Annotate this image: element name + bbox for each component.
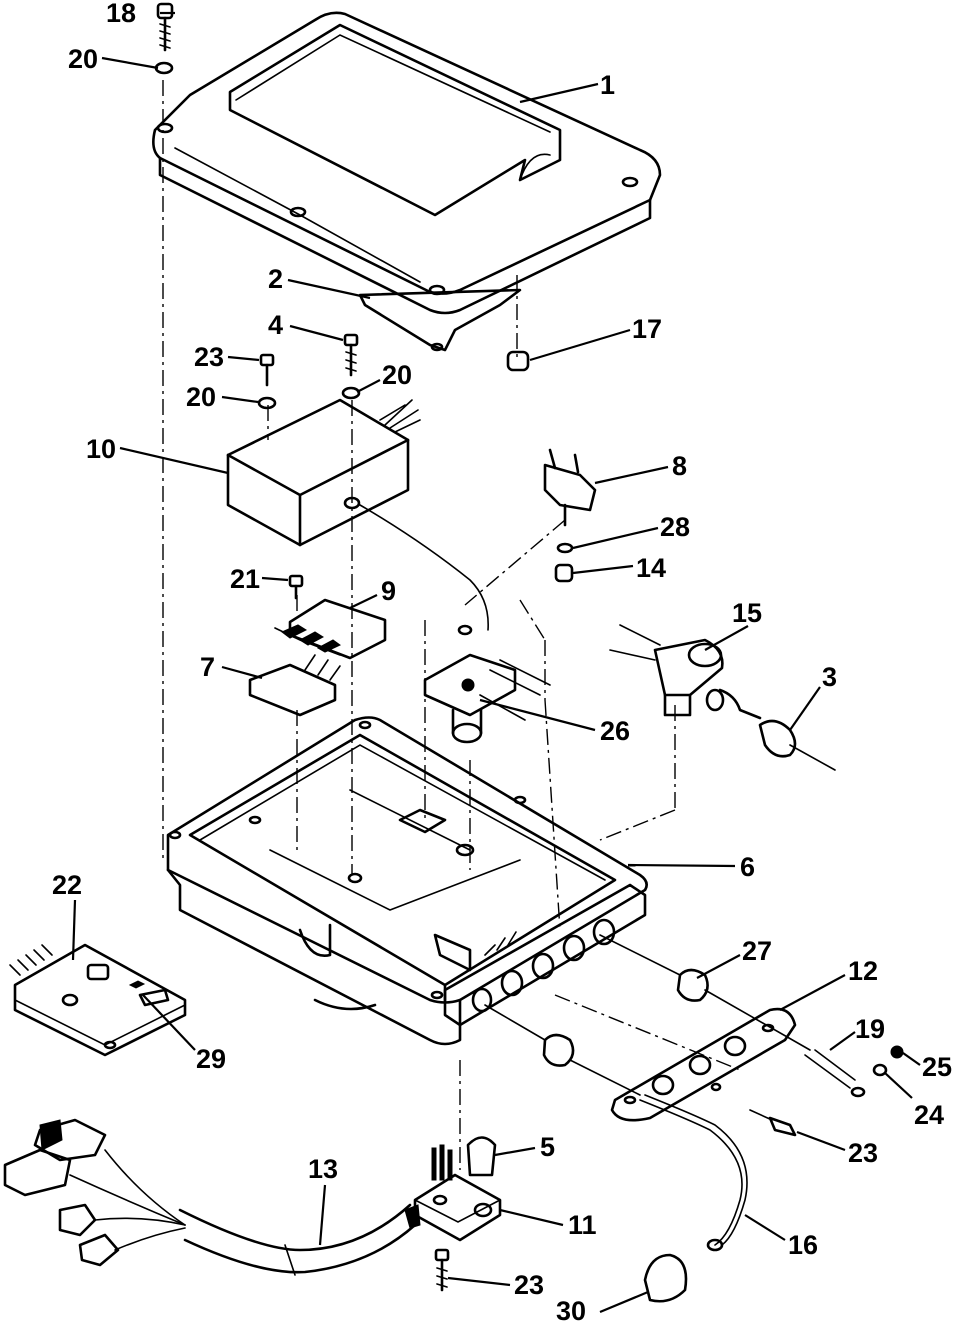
ground-lead <box>804 1045 904 1098</box>
callout-14: 14 <box>636 553 666 583</box>
callout-12: 12 <box>848 956 878 986</box>
callout-9: 9 <box>381 576 396 606</box>
callout-3: 3 <box>822 662 837 692</box>
terminal-block <box>413 1136 502 1292</box>
callout-24: 24 <box>914 1100 944 1130</box>
callout-7: 7 <box>200 652 215 682</box>
relay <box>543 448 597 583</box>
leader-lines <box>71 11 921 1314</box>
top-screw <box>154 2 174 75</box>
switch-assembly <box>423 624 551 744</box>
callout-2: 2 <box>268 264 283 294</box>
callout-23c: 23 <box>514 1270 544 1300</box>
base-housing <box>166 716 648 1046</box>
coil-cable <box>609 624 836 771</box>
callout-20a: 20 <box>68 44 98 74</box>
callout-19: 19 <box>855 1014 885 1044</box>
callout-17: 17 <box>632 314 662 344</box>
callout-8: 8 <box>672 451 687 481</box>
callout-26: 26 <box>600 716 630 746</box>
callout-23a: 23 <box>194 342 224 372</box>
spacer <box>506 350 530 372</box>
cap <box>643 1253 688 1303</box>
ground-wire <box>639 1094 797 1252</box>
callout-10: 10 <box>86 434 116 464</box>
alignment-lines <box>162 80 741 1170</box>
callout-15: 15 <box>732 598 762 628</box>
mounting-plate <box>610 1007 797 1122</box>
callout-23b: 23 <box>848 1138 878 1168</box>
callout-30: 30 <box>556 1296 586 1325</box>
gasket <box>358 288 522 352</box>
callout-20c: 20 <box>382 360 412 390</box>
module-screws <box>257 333 361 410</box>
circuit-board <box>9 943 187 1057</box>
grommet-cables <box>484 934 811 1096</box>
callout-29: 29 <box>196 1044 226 1074</box>
cover <box>152 11 662 315</box>
callout-6: 6 <box>740 852 755 882</box>
callout-11: 11 <box>568 1210 597 1240</box>
callout-27: 27 <box>742 936 772 966</box>
callout-22: 22 <box>52 870 82 900</box>
callout-25: 25 <box>922 1052 952 1082</box>
control-module <box>226 398 489 631</box>
callout-1: 1 <box>600 70 615 100</box>
wiring-harness <box>3 1118 421 1276</box>
callout-16: 16 <box>788 1230 818 1260</box>
callout-13: 13 <box>308 1154 338 1184</box>
rectifier-parts <box>248 574 387 717</box>
callout-20b: 20 <box>186 382 216 412</box>
callout-21: 21 <box>230 564 260 594</box>
callout-5: 5 <box>540 1132 555 1162</box>
callout-28: 28 <box>660 512 690 542</box>
callout-18: 18 <box>106 0 136 28</box>
callout-4: 4 <box>268 310 283 340</box>
callout-labels: 1 2 3 4 5 6 7 8 9 10 11 12 13 14 15 16 1… <box>52 0 952 1325</box>
